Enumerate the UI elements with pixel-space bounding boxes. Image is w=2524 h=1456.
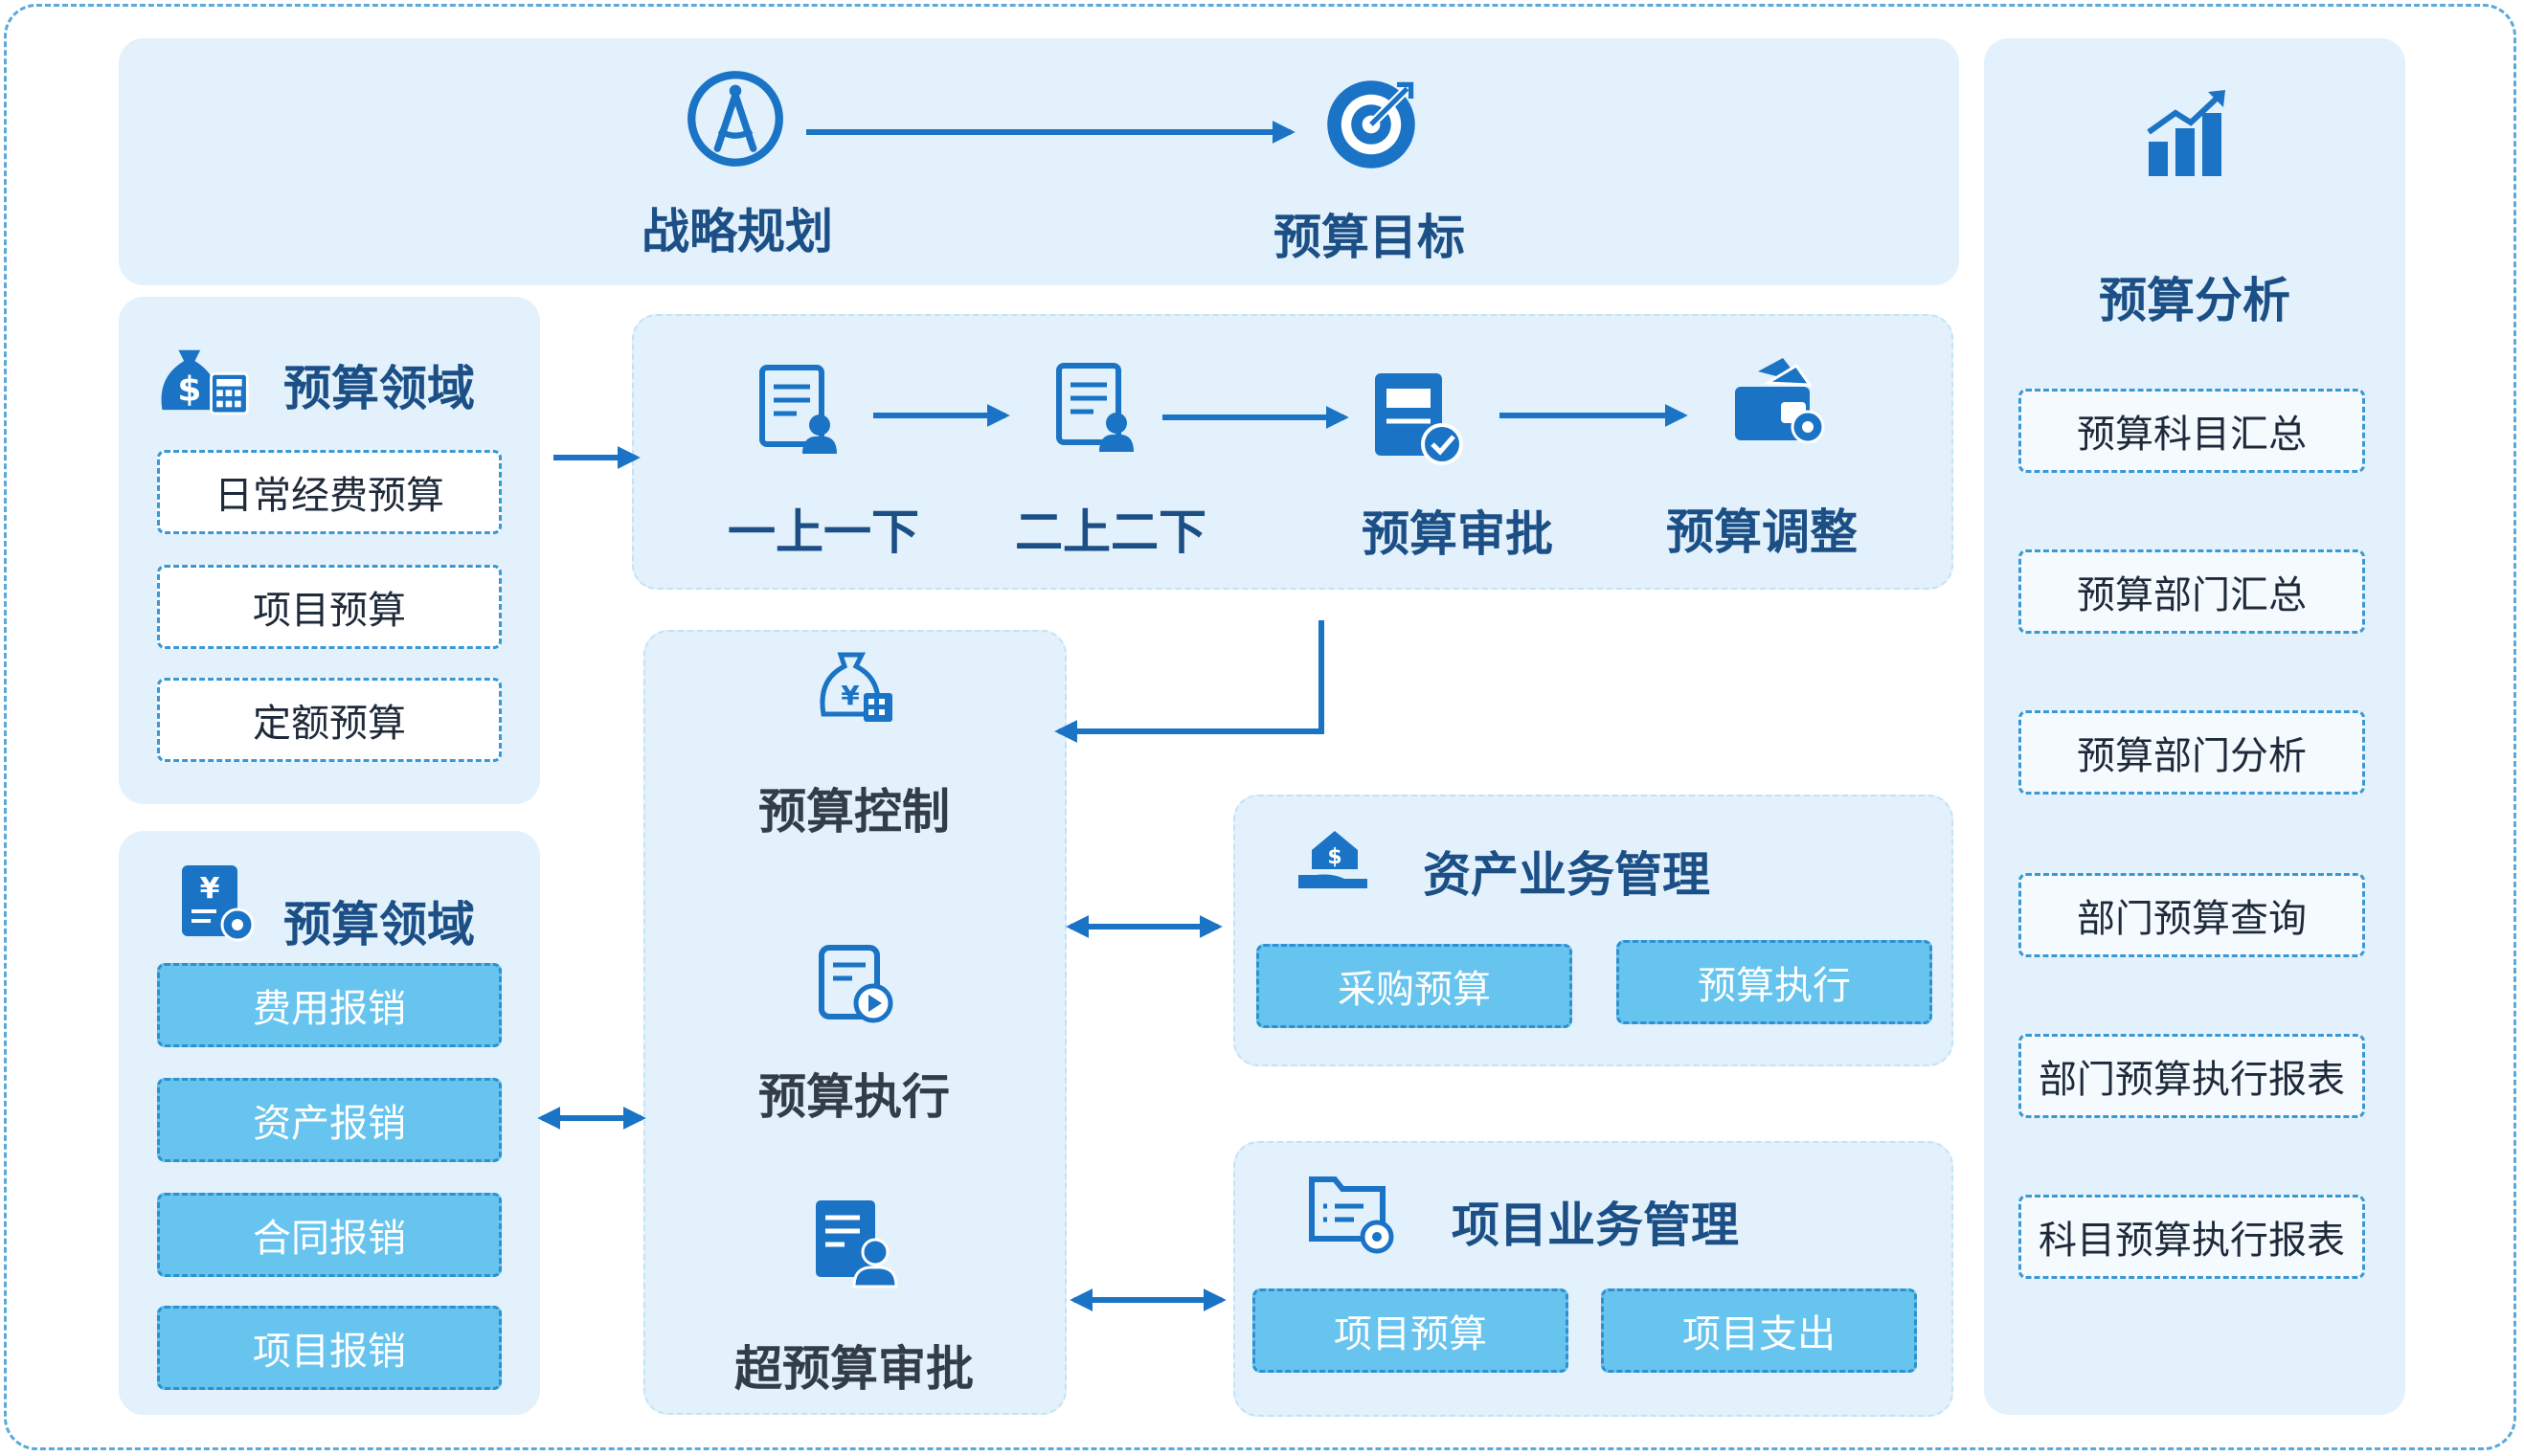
strategy-panel xyxy=(119,38,1959,285)
control-item-execution: 预算执行 xyxy=(758,1069,950,1125)
bar-chart-growth-icon xyxy=(2147,90,2225,176)
strategy-planning-label: 战略规划 xyxy=(642,204,833,259)
analysis-item-subject-report[interactable]: 科目预算执行报表 xyxy=(2018,1195,2365,1279)
flow-step-2: 二上二下 xyxy=(1015,504,1206,560)
outer-frame xyxy=(4,4,2516,1450)
domain-top-item-project[interactable]: 项目预算 xyxy=(157,565,502,649)
folder-gear-icon xyxy=(1309,1176,1394,1254)
play-document-icon xyxy=(819,945,893,1023)
svg-text:$: $ xyxy=(177,370,201,410)
asset-item-execution[interactable]: 预算执行 xyxy=(1616,940,1932,1024)
domain-bottom-item-project[interactable]: 项目报销 xyxy=(157,1306,502,1390)
project-item-expense[interactable]: 项目支出 xyxy=(1601,1288,1917,1373)
svg-text:$: $ xyxy=(1327,845,1341,869)
domain-bottom-item-expense[interactable]: 费用报销 xyxy=(157,963,502,1047)
arrow-flow-to-control xyxy=(1054,620,1324,743)
domain-top-item-quota[interactable]: 定额预算 xyxy=(157,678,502,762)
project-title: 项目业务管理 xyxy=(1452,1198,1739,1253)
wallet-gear-icon xyxy=(1735,358,1825,444)
flow-step-1: 一上一下 xyxy=(728,504,919,560)
domain-top-item-daily[interactable]: 日常经费预算 xyxy=(157,450,502,534)
analysis-item-dept-summary[interactable]: 预算部门汇总 xyxy=(2018,549,2365,634)
hand-money-house-icon: $ xyxy=(1298,831,1367,888)
asset-title: 资产业务管理 xyxy=(1423,847,1710,903)
analysis-title: 预算分析 xyxy=(2099,273,2290,328)
yuan-document-gear-icon: ¥ xyxy=(182,865,255,942)
control-item-control: 预算控制 xyxy=(758,784,950,840)
document-user-icon xyxy=(759,365,837,454)
domain-bottom-item-asset[interactable]: 资产报销 xyxy=(157,1078,502,1162)
budget-target-label: 预算目标 xyxy=(1273,210,1465,265)
approval-document-icon xyxy=(1375,373,1463,465)
analysis-item-dept-query[interactable]: 部门预算查询 xyxy=(2018,873,2365,957)
document-user-icon xyxy=(1056,363,1134,452)
money-bag-calculator-icon: $ xyxy=(161,349,249,415)
domain-top-title: 预算领域 xyxy=(283,361,475,416)
asset-item-procurement[interactable]: 采购预算 xyxy=(1256,944,1572,1028)
flow-step-3: 预算审批 xyxy=(1362,506,1553,562)
svg-text:¥: ¥ xyxy=(841,680,860,711)
domain-bottom-title: 预算领域 xyxy=(283,897,475,952)
analysis-item-dept-analysis[interactable]: 预算部门分析 xyxy=(2018,710,2365,795)
document-person-icon xyxy=(816,1200,898,1288)
domain-bottom-item-contract[interactable]: 合同报销 xyxy=(157,1193,502,1277)
flow-panel xyxy=(632,314,1953,590)
analysis-item-dept-report[interactable]: 部门预算执行报表 xyxy=(2018,1034,2365,1118)
compass-icon xyxy=(687,71,783,167)
project-item-budget[interactable]: 项目预算 xyxy=(1252,1288,1568,1373)
yuan-bag-icon: ¥ xyxy=(820,652,892,722)
analysis-item-subject-summary[interactable]: 预算科目汇总 xyxy=(2018,389,2365,473)
svg-text:¥: ¥ xyxy=(200,872,220,906)
control-item-over-budget: 超预算审批 xyxy=(734,1341,974,1397)
target-icon xyxy=(1327,80,1415,168)
flow-step-4: 预算调整 xyxy=(1666,504,1858,560)
